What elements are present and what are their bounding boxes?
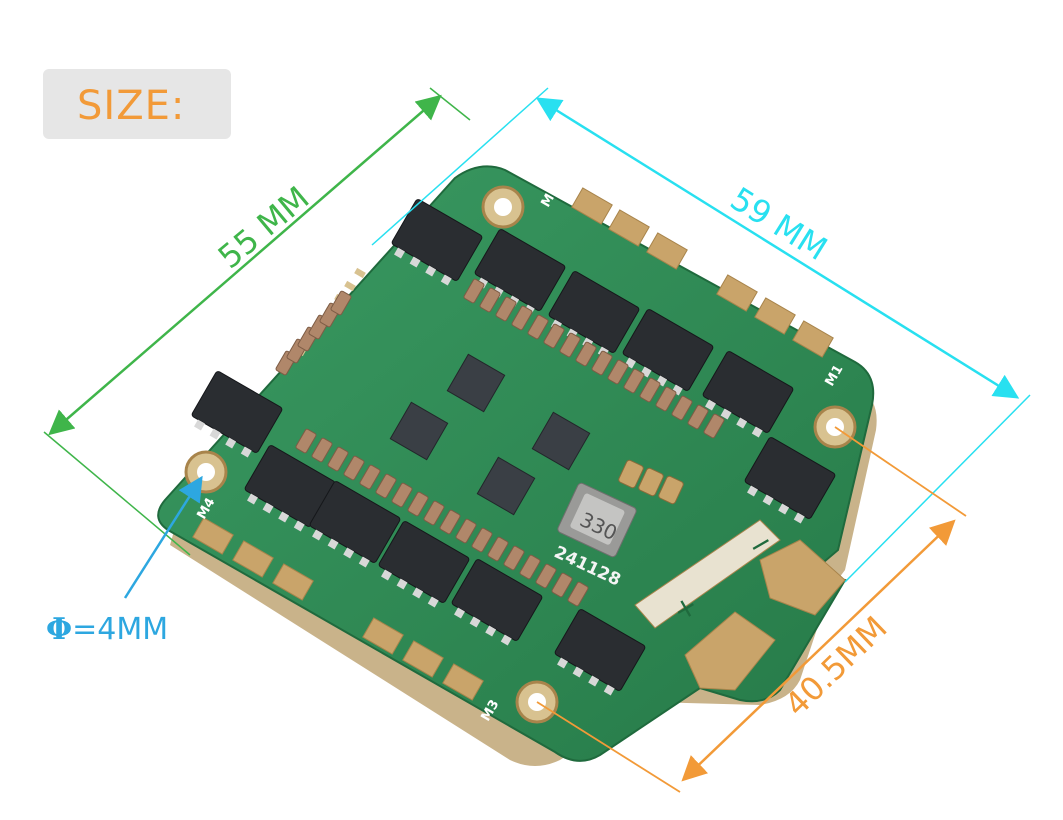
capacitor	[703, 413, 725, 439]
capacitor	[423, 500, 445, 526]
capacitor	[311, 437, 333, 463]
phi-symbol: Φ	[46, 612, 73, 647]
capacitor	[687, 404, 709, 430]
capacitor	[327, 446, 349, 472]
width-arrow	[48, 94, 442, 436]
mosfet-chip	[744, 437, 836, 524]
hole-arrow	[123, 475, 203, 599]
mosfet-chip	[554, 609, 646, 696]
hole-diameter-value: =4MM	[72, 612, 169, 647]
capacitor	[359, 464, 381, 490]
mosfet-chip	[451, 559, 543, 646]
capacitor	[551, 572, 573, 598]
width-label: 55 MM	[211, 179, 317, 276]
hole-diameter-label: Φ=4MM	[46, 612, 168, 647]
capacitor	[495, 296, 517, 322]
motor-pads-bottom	[192, 517, 484, 701]
spacing-arrow	[681, 519, 956, 782]
capacitor	[343, 455, 365, 481]
capacitor	[479, 287, 501, 313]
capacitor	[471, 527, 493, 553]
capacitor	[455, 518, 477, 544]
inductor	[557, 482, 637, 558]
tantalum-caps	[618, 459, 684, 505]
length-arrow	[535, 97, 1020, 399]
capacitor	[567, 581, 589, 607]
capacitor	[439, 509, 461, 535]
capacitor	[375, 473, 397, 499]
capacitor	[503, 545, 525, 571]
capacitor	[407, 491, 429, 517]
capacitor	[511, 305, 533, 331]
capacitor	[519, 554, 541, 580]
capacitor	[535, 563, 557, 589]
mosfet-chip	[378, 521, 470, 608]
mosfet-chip	[309, 481, 401, 568]
mosfet-chip	[244, 445, 336, 532]
capacitor	[487, 536, 509, 562]
capacitor	[463, 278, 485, 304]
capacitor	[391, 482, 413, 508]
